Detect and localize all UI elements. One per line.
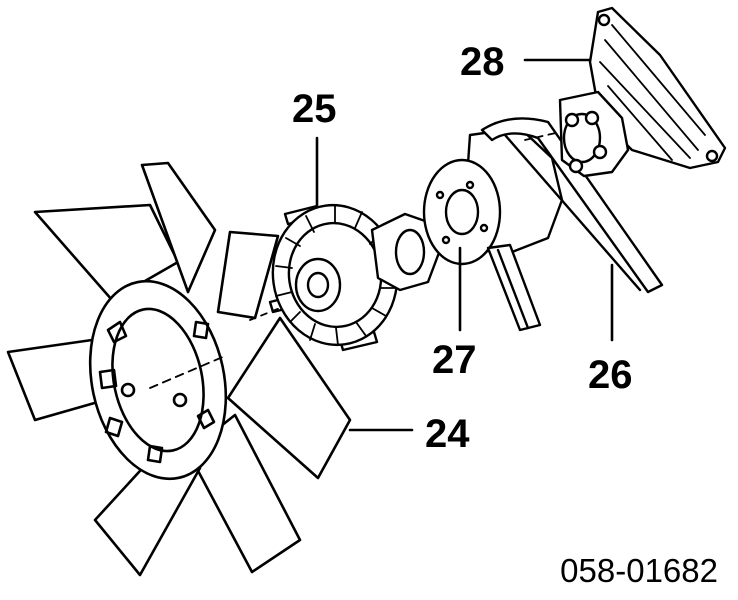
callout-25: 25	[292, 87, 337, 131]
pulley-part-27	[422, 126, 564, 266]
callout-27: 27	[432, 338, 477, 382]
leader-lines	[315, 58, 614, 432]
v-belt-part-26	[480, 117, 664, 332]
callout-24: 24	[425, 412, 470, 456]
water-pump-bracket-part-28	[524, 6, 727, 178]
cooling-fan-part-24	[6, 161, 352, 577]
callout-26: 26	[588, 353, 633, 397]
catalog-number: 058-01682	[560, 552, 718, 589]
fan-clutch-part-25	[249, 203, 442, 352]
callout-28: 28	[460, 40, 505, 84]
